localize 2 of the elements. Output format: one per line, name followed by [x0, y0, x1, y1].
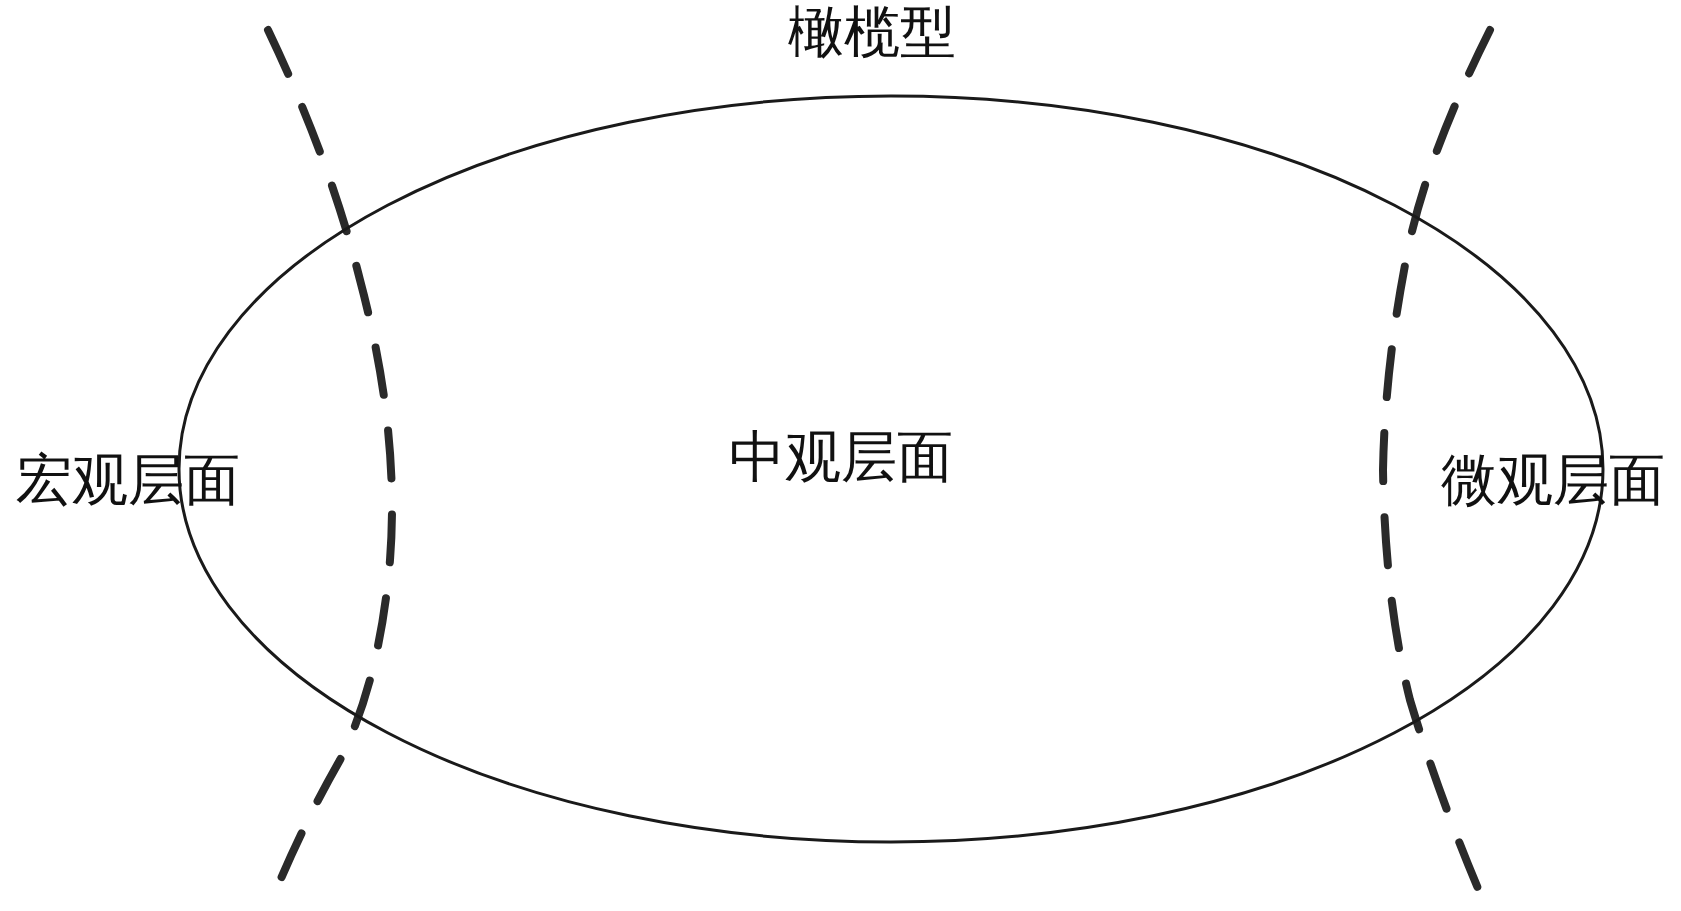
node-label: 中观层面: [729, 429, 953, 485]
diagram-title: 橄榄型: [788, 4, 956, 60]
